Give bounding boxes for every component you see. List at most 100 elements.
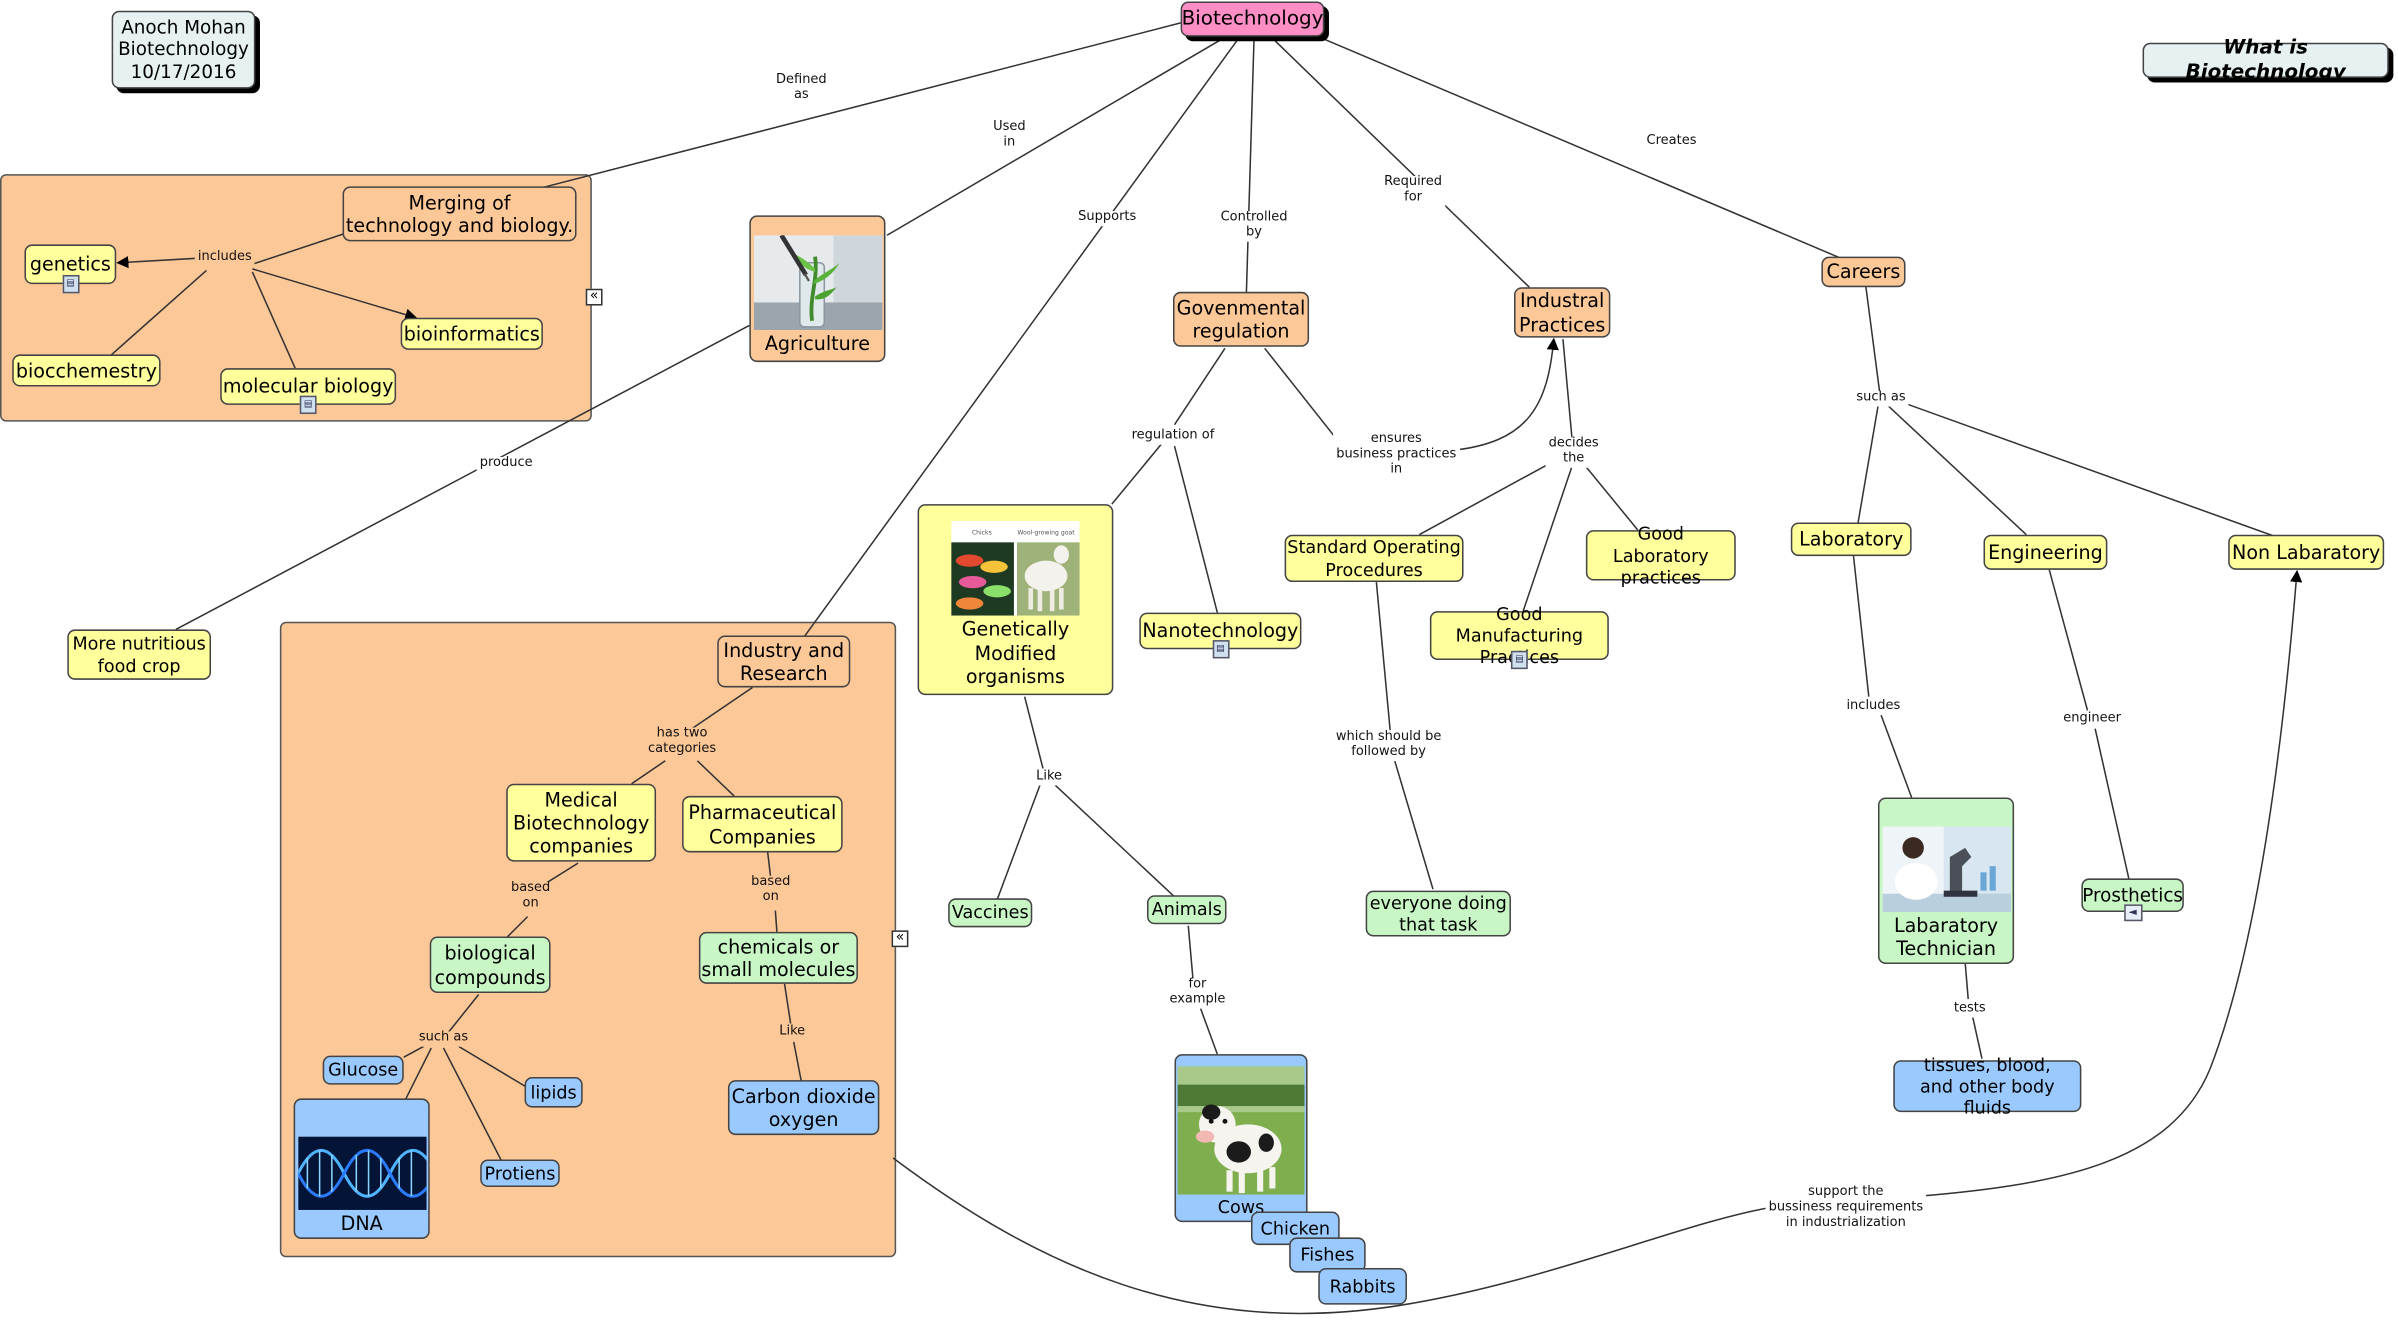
link-label: Controlled by xyxy=(1217,210,1291,242)
document-icon[interactable]: ▤ xyxy=(61,274,79,294)
concept-bioinformatics[interactable]: bioinformatics xyxy=(400,317,543,350)
concept-merging[interactable]: Merging of technology and biology. xyxy=(342,186,577,242)
author-subject: Biotechnology xyxy=(118,38,249,60)
link-line xyxy=(1449,337,1559,452)
document-icon[interactable]: ▤ xyxy=(1211,640,1229,659)
concept-industrial-practices[interactable]: Industral Practices xyxy=(1514,287,1611,338)
nanotechnology-label: Nanotechnology xyxy=(1142,619,1299,643)
link-line xyxy=(1187,925,1194,978)
concept-careers[interactable]: Careers xyxy=(1821,256,1906,288)
link-line xyxy=(766,852,772,879)
link-line xyxy=(403,1045,424,1058)
concept-lab-technician[interactable]: Labaratory Technician xyxy=(1877,797,2015,964)
gmo-label: Genetically Modified organisms xyxy=(961,617,1070,688)
collapse-icon[interactable]: « xyxy=(585,288,603,306)
molecular-biology-label: molecular biology xyxy=(222,374,394,398)
link-line xyxy=(792,1041,803,1082)
map-title[interactable]: What is Biotechnology xyxy=(2142,36,2389,83)
concept-gmo[interactable]: Chicks Wool-growing goat Genetically Mod… xyxy=(917,504,1114,696)
concept-dna[interactable]: DNA xyxy=(293,1098,430,1239)
concept-non-laboratory[interactable]: Non Labaratory xyxy=(2228,534,2385,570)
link-line xyxy=(1852,556,1870,697)
document-icon[interactable]: ▤ xyxy=(299,395,317,415)
sound-icon[interactable]: ◄ xyxy=(2123,904,2142,922)
author-date: 10/17/2016 xyxy=(130,60,237,83)
concept-glucose[interactable]: Glucose xyxy=(322,1055,404,1085)
concept-everyone[interactable]: everyone doing that task xyxy=(1365,890,1511,937)
link-line xyxy=(1582,462,1639,531)
concept-nanotechnology[interactable]: Nanotechnology ▤ xyxy=(1139,612,1302,659)
link-line xyxy=(252,233,345,266)
link-line xyxy=(1111,442,1163,505)
concept-governmental-regulation[interactable]: Govenmental regulation xyxy=(1172,291,1310,347)
link-line xyxy=(447,994,480,1034)
concept-sop[interactable]: Standard Operating Procedures xyxy=(1284,534,1464,583)
link-line xyxy=(252,268,418,321)
concept-medical-biotech[interactable]: Medical Biotechnology companies xyxy=(506,783,657,862)
link-line xyxy=(1418,462,1552,536)
concept-laboratory[interactable]: Laboratory xyxy=(1790,522,1912,557)
cow-image xyxy=(1177,1066,1305,1195)
link-line xyxy=(1317,35,1845,261)
link-line xyxy=(1919,569,2303,1197)
concept-tissues[interactable]: tissues, blood, and other body fluids xyxy=(1893,1054,2082,1118)
link-line xyxy=(802,37,1240,640)
author-name: Anoch Mohan xyxy=(121,16,246,38)
concept-carbon-dioxide[interactable]: Carbon dioxide oxygen xyxy=(727,1080,880,1136)
link-label: tests xyxy=(1950,1001,1989,1018)
collapse-icon[interactable]: « xyxy=(891,930,909,948)
concept-chemicals[interactable]: chemicals or small molecules xyxy=(698,931,858,984)
link-line xyxy=(1054,784,1176,898)
concept-nutritious-food-crop[interactable]: More nutritious food crop xyxy=(67,629,212,680)
concept-rabbits[interactable]: Rabbits xyxy=(1318,1267,1407,1305)
agriculture-label: Agriculture xyxy=(764,331,870,355)
link-line xyxy=(109,269,207,357)
gmo-caption-left: Chicks xyxy=(972,530,992,537)
concept-agriculture[interactable]: Agriculture xyxy=(749,215,886,363)
link-label: regulation of xyxy=(1128,428,1218,445)
link-label: Supports xyxy=(1075,210,1140,226)
link-line xyxy=(886,37,1224,236)
concept-vaccines[interactable]: Vaccines xyxy=(948,898,1033,928)
lab-technician-label: Labaratory Technician xyxy=(1893,912,1999,960)
concept-molecular-biology[interactable]: molecular biology ▤ xyxy=(220,368,397,415)
link-line xyxy=(442,1047,503,1162)
concept-biochemistry[interactable]: biocchemestry xyxy=(12,354,161,387)
link-line xyxy=(458,1045,529,1089)
link-label: includes xyxy=(194,250,255,266)
concept-animals[interactable]: Animals xyxy=(1146,895,1227,925)
author-info-box: Anoch Mohan Biotechnology 10/17/2016 xyxy=(111,10,256,89)
plant-image xyxy=(753,234,882,330)
concept-genetics[interactable]: genetics ▤ xyxy=(24,244,117,294)
link-line xyxy=(1199,1008,1219,1055)
concept-industry-research[interactable]: Industry and Research xyxy=(717,635,851,688)
concept-pharmaceutical[interactable]: Pharmaceutical Companies xyxy=(682,795,843,853)
dna-image xyxy=(297,1136,426,1210)
link-line xyxy=(1173,445,1219,613)
concept-engineering[interactable]: Engineering xyxy=(1983,534,2108,570)
link-label: ensures business practices in xyxy=(1333,431,1460,478)
link-line xyxy=(696,760,735,797)
link-label: includes xyxy=(1843,699,1904,715)
concept-fishes[interactable]: Fishes xyxy=(1289,1237,1366,1273)
concept-prosthetics[interactable]: Prosthetics ◄ xyxy=(2081,878,2184,922)
link-label: Like xyxy=(776,1024,809,1041)
concept-gmp[interactable]: Good Manufacturing Practices ▤ xyxy=(1429,603,1609,670)
root-concept-biotechnology[interactable]: Biotechnology xyxy=(1180,1,1325,37)
link-line xyxy=(535,22,1181,191)
link-label: Used in xyxy=(990,120,1029,151)
concept-cows[interactable]: Cows xyxy=(1174,1054,1308,1223)
document-icon[interactable]: ▤ xyxy=(1510,650,1528,670)
concept-glp[interactable]: Good Laboratory practices xyxy=(1585,523,1736,587)
link-line xyxy=(1972,1017,1983,1059)
link-line xyxy=(1880,714,1913,798)
concept-biological-compounds[interactable]: biological compounds xyxy=(429,936,551,994)
link-label: based on xyxy=(507,881,554,912)
concept-lipids[interactable]: lipids xyxy=(524,1077,583,1108)
concept-protiens[interactable]: Protiens xyxy=(480,1159,560,1188)
link-line xyxy=(1173,347,1226,426)
link-line xyxy=(2094,728,2130,879)
link-line xyxy=(1857,406,1879,523)
